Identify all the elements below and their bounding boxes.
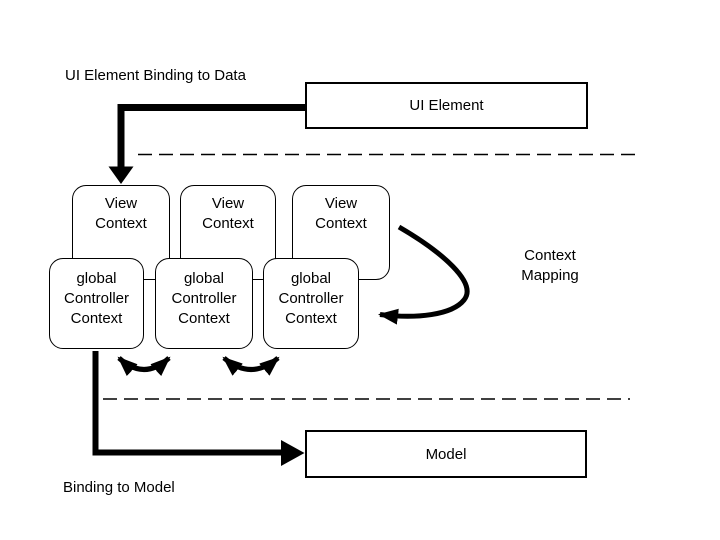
sync-arrow-2 (222, 356, 280, 376)
ui-binding-arrow (108, 104, 306, 184)
ui-element-box-label: UI Element (409, 97, 484, 114)
model-box: Model (305, 430, 587, 478)
controller-context-box-2: global Controller Context (155, 258, 253, 349)
ui-element-box: UI Element (305, 82, 588, 129)
controller-context-box-3: global Controller Context (263, 258, 359, 349)
context-mapping-arrow (378, 224, 470, 325)
model-box-label: Model (425, 445, 467, 463)
diagram-title: UI Element Binding to Data (65, 67, 246, 84)
context-mapping-label: Context Mapping (521, 247, 579, 284)
binding-to-model-label: Binding to Model (63, 479, 175, 496)
sync-arrow-1 (117, 356, 171, 377)
controller-context-box-1: global Controller Context (49, 258, 144, 349)
model-binding-arrow (92, 351, 305, 466)
